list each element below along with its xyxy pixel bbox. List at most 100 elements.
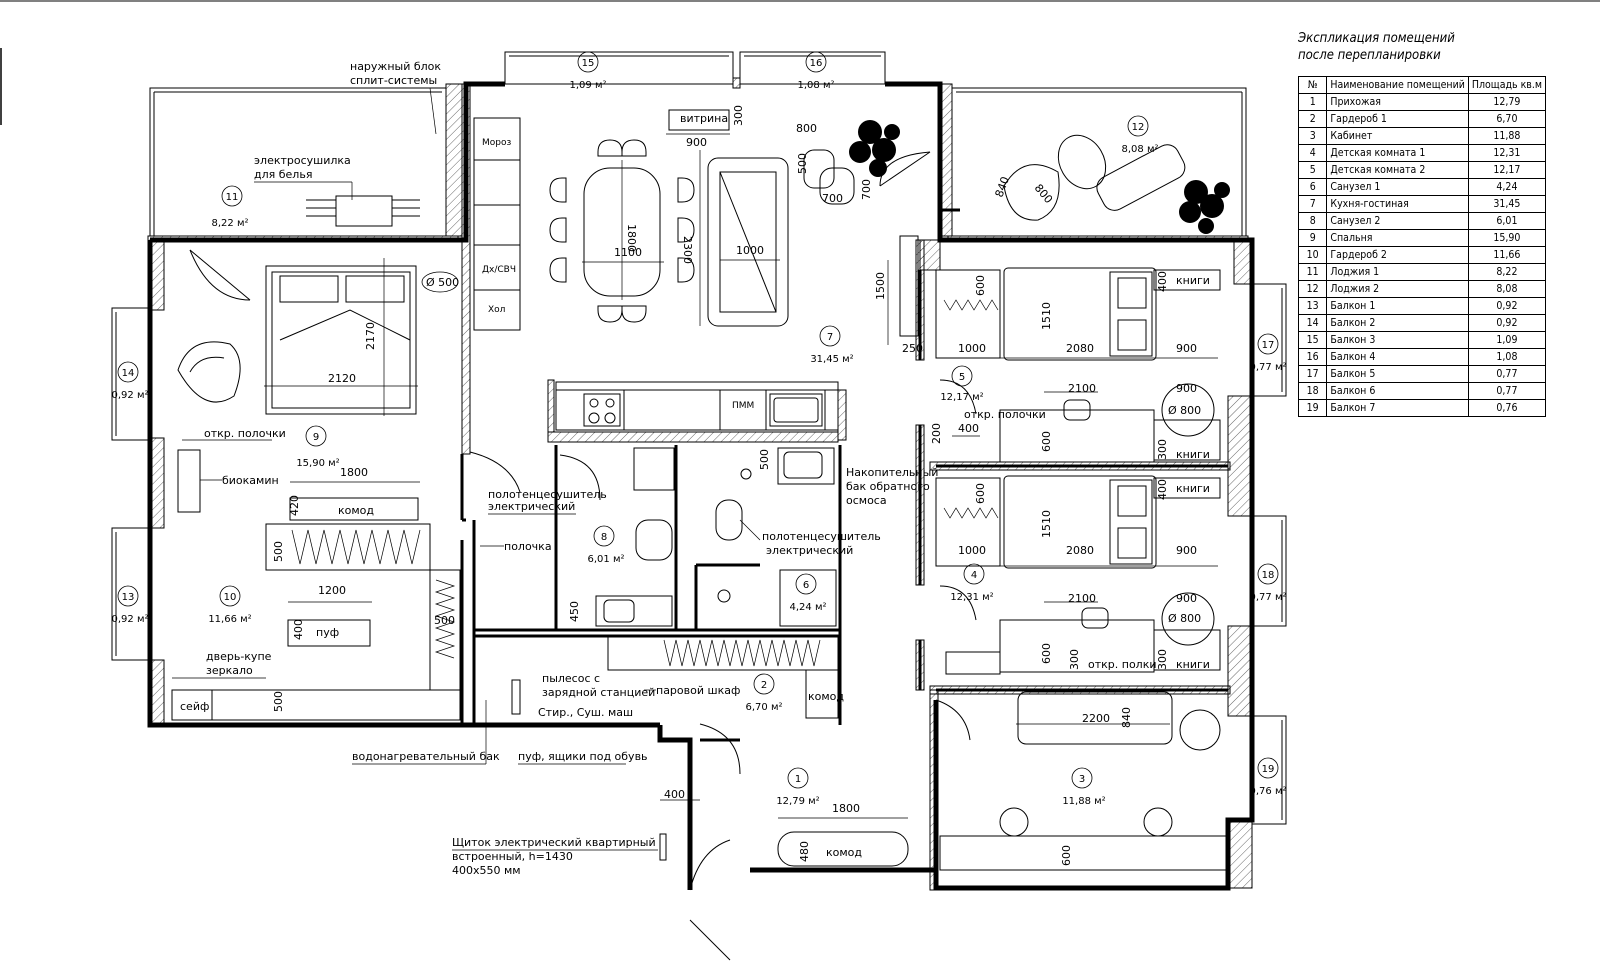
dim-250: 250: [902, 342, 923, 355]
note-shoe-bench: пуф, ящики под обувь: [518, 750, 648, 763]
dim-1800-dresser: 1800: [340, 466, 368, 479]
col-no: №: [1297, 76, 1328, 94]
dim-1000-ch1: 1000: [958, 342, 986, 355]
room-10-number: 10: [224, 592, 237, 603]
dim-400-hall: 400: [664, 788, 685, 801]
legend-cell-area: 0,92: [1467, 314, 1547, 332]
dim-1500: 1500: [874, 272, 887, 300]
note-books-4: книги: [1176, 658, 1210, 671]
plant-icon: [849, 120, 1230, 234]
legend-cell-name: Лоджия 2: [1326, 280, 1469, 298]
dim-1000-sofa: 1000: [736, 244, 764, 257]
legend-cell-name: Кабинет: [1326, 127, 1469, 145]
dim-600-cab: 600: [1060, 845, 1073, 866]
room-10-area: 11,66 м²: [208, 614, 251, 625]
room-13-number: 13: [122, 592, 135, 603]
room-14-number: 14: [122, 368, 135, 379]
dim-600-ch1: 600: [974, 275, 987, 296]
legend-cell-area: 15,90: [1467, 229, 1547, 247]
dim-500-bottom: 500: [272, 691, 285, 712]
legend-cell-no: 3: [1297, 127, 1328, 145]
dim-2170: 2170: [364, 322, 377, 350]
dim-450: 450: [568, 601, 581, 622]
note-towel-dryer-2b: электрический: [766, 544, 853, 557]
note-dresser-3: комод: [826, 846, 862, 859]
dim-400-ch1: 400: [1156, 271, 1169, 292]
dim-1100: 1100: [614, 246, 642, 259]
room-12-number: 12: [1132, 122, 1145, 133]
dim-700-v: 700: [860, 179, 873, 200]
sofa: [707, 157, 789, 327]
legend-cell-area: 12,31: [1467, 144, 1547, 162]
room-19-number: 19: [1262, 764, 1275, 775]
dim-400-ch2: 400: [1156, 479, 1169, 500]
dim-500-right: 500: [434, 614, 455, 627]
note-biofireplace: биокамин: [222, 474, 279, 487]
legend-cell-area: 6,01: [1467, 212, 1547, 230]
legend-cell-no: 7: [1297, 195, 1328, 213]
note-diam-500: Ø 500: [426, 276, 459, 289]
room-2-area: 6,70 м²: [746, 702, 783, 713]
room-7-area: 31,45 м²: [810, 354, 853, 365]
door-swings: [189, 151, 977, 961]
room-16-area: 1,08 м²: [798, 80, 835, 91]
note-steam-cabinet: паровой шкаф: [656, 684, 740, 697]
dim-2100-ch1: 2100: [1068, 382, 1096, 395]
note-towel-dryer-1b: электрический: [488, 500, 575, 513]
note-dryer: электросушилка: [254, 154, 351, 167]
legend-cell-no: 19: [1297, 399, 1328, 417]
legend-cell-area: 6,70: [1467, 110, 1547, 128]
dim-480: 480: [798, 841, 811, 862]
room-11-number: 11: [226, 192, 239, 203]
note-mirror-door-2: зеркало: [206, 664, 253, 677]
dim-2120: 2120: [328, 372, 356, 385]
note-tank-2: бак обратного: [846, 480, 930, 493]
dim-500-bath: 500: [758, 449, 771, 470]
legend-cell-area: 1,09: [1467, 331, 1547, 349]
room-16-number: 16: [810, 58, 823, 69]
dim-300-shelf2: 300: [1068, 649, 1081, 670]
dim-400-shelf: 400: [958, 422, 979, 435]
dim-840-loggia: 840: [993, 175, 1012, 199]
dim-900-ch1: 900: [1176, 342, 1197, 355]
room-14-area: 0,92 м²: [112, 390, 149, 401]
room-8-area: 6,01 м²: [588, 554, 625, 565]
note-dresser: комод: [338, 504, 374, 517]
legend-cell-name: Лоджия 1: [1326, 263, 1469, 281]
dim-2300: 2300: [681, 236, 694, 264]
note-tank: Накопительный: [846, 466, 938, 479]
dim-1510-ch1: 1510: [1040, 302, 1053, 330]
dim-420: 420: [288, 495, 301, 516]
room-5-number: 5: [959, 372, 965, 383]
legend-cell-no: 9: [1297, 229, 1328, 247]
legend-cell-name: Детская комната 1: [1326, 144, 1469, 162]
note-ac-unit: наружный блок: [350, 60, 441, 73]
legend-cell-area: 11,66: [1467, 246, 1547, 264]
legend-cell-name: Детская комната 2: [1326, 161, 1469, 179]
legend-cell-no: 4: [1297, 144, 1328, 162]
legend-header-row: № Наименование помещений Площадь кв.м: [1297, 76, 1547, 94]
note-books-3: книги: [1176, 482, 1210, 495]
note-books-2: книги: [1176, 448, 1210, 461]
legend-cell-area: 0,77: [1467, 382, 1547, 400]
legend-cell-area: 0,76: [1467, 399, 1547, 417]
note-electric-panel-2: встроенный, h=1430: [452, 850, 573, 863]
legend-cell-no: 16: [1297, 348, 1328, 366]
note-vacuum-2: зарядной станцией: [542, 686, 655, 699]
legend-cell-name: Балкон 2: [1326, 314, 1469, 332]
note-tank-3: осмоса: [846, 494, 887, 507]
note-dryer-2: для белья: [254, 168, 312, 181]
legend-cell-name: Санузел 1: [1326, 178, 1469, 196]
